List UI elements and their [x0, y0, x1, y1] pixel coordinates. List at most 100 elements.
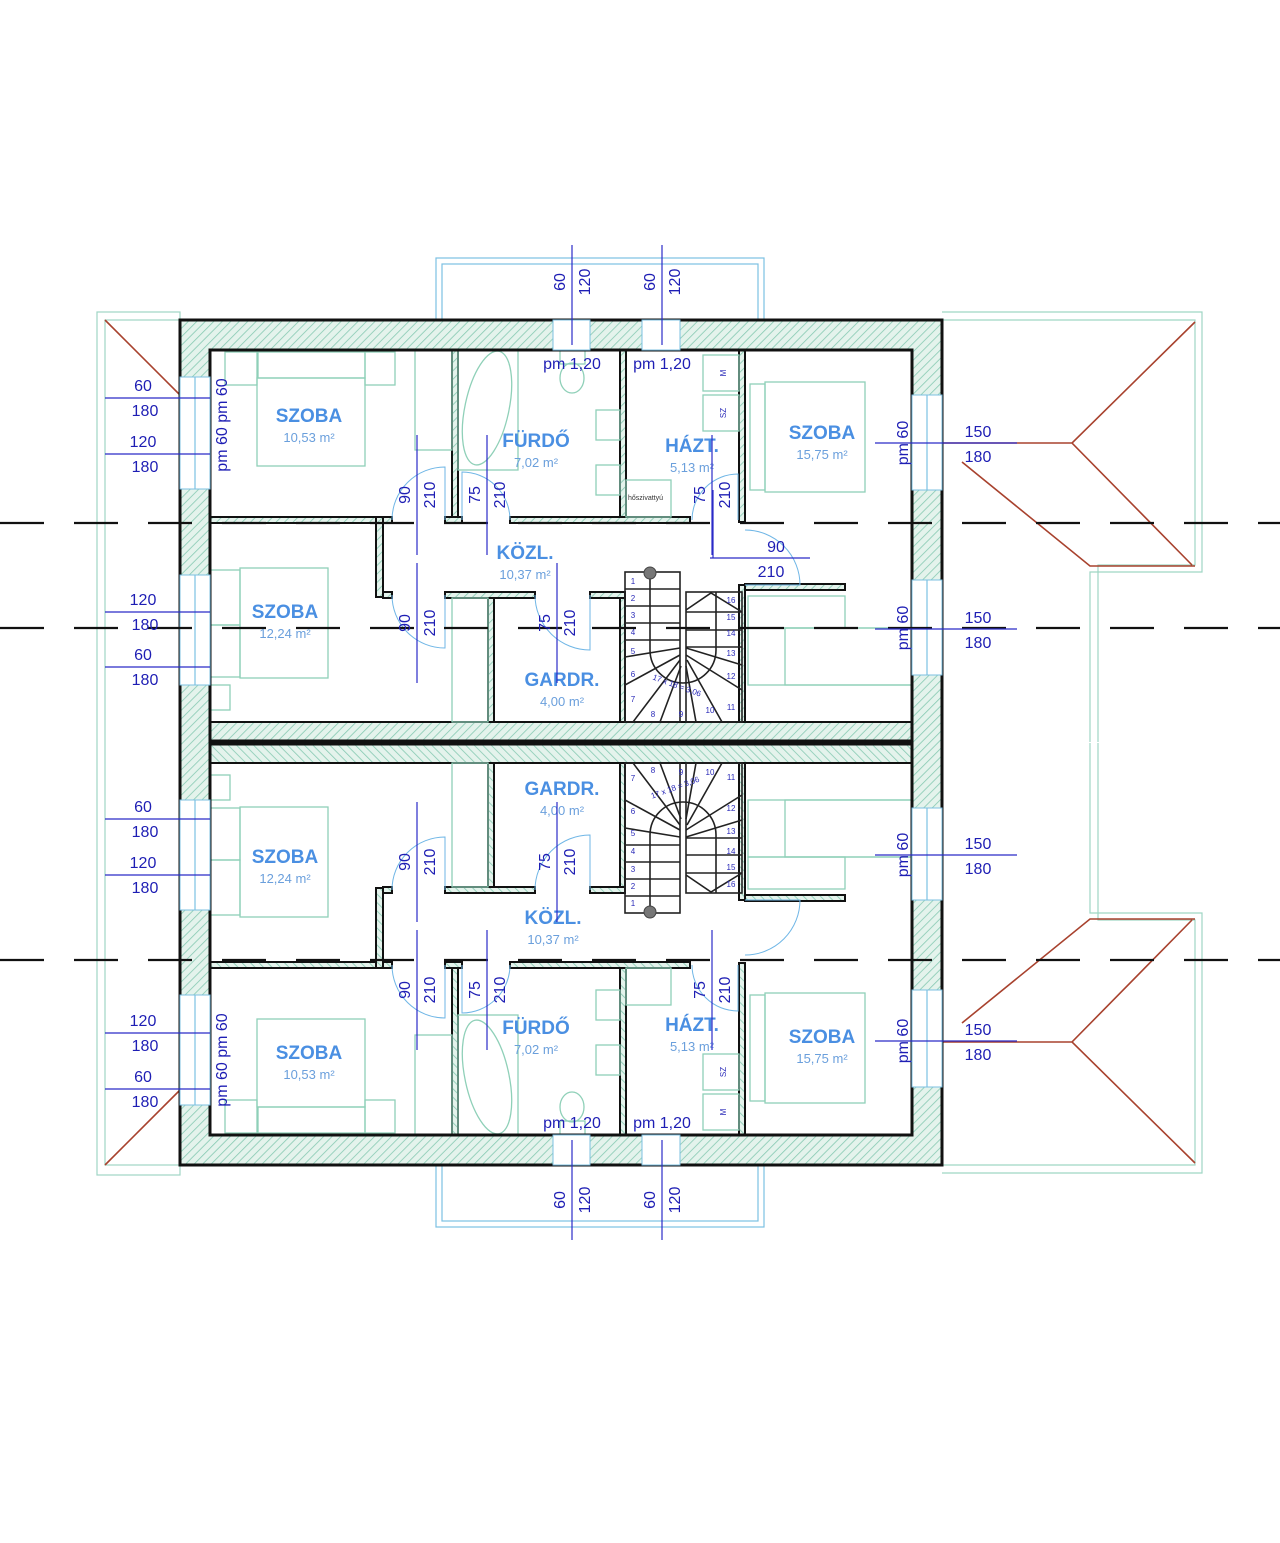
- door-width: 90: [397, 853, 414, 871]
- stair-step-number: 16: [727, 880, 736, 889]
- appliance-label: SZ: [719, 1067, 728, 1077]
- stair-step-number: 12: [727, 672, 736, 681]
- sill-height: pm 1,20: [543, 1115, 601, 1132]
- door-width: 75: [692, 486, 709, 504]
- stair-step-number: 6: [631, 670, 636, 679]
- room-name: GARDR.: [525, 670, 600, 691]
- stair-step-number: 13: [727, 827, 736, 836]
- room-name: SZOBA: [789, 423, 856, 444]
- stair-step-number: 10: [706, 768, 715, 777]
- stair-step-number: 2: [631, 882, 636, 891]
- sill-height: pm 1,20: [633, 356, 691, 373]
- stair-step-number: 3: [631, 865, 636, 874]
- room-area: 10,37 m²: [527, 932, 579, 947]
- window-height: 180: [965, 635, 992, 652]
- door-height: 120: [577, 1187, 594, 1214]
- stair-step-number: 9: [679, 768, 684, 777]
- door-width: 75: [692, 981, 709, 999]
- stair-step-number: 6: [631, 807, 636, 816]
- stair-step-number: 2: [631, 594, 636, 603]
- stair-step-number: 14: [727, 629, 736, 638]
- door-sill: 60: [642, 1191, 659, 1209]
- door-width: 75: [537, 853, 554, 871]
- window-height: 180: [132, 403, 159, 420]
- room-name: SZOBA: [252, 602, 319, 623]
- window-height: 180: [132, 1094, 159, 1111]
- door-width: 75: [467, 981, 484, 999]
- window-height: 180: [965, 861, 992, 878]
- room-area: 10,53 m²: [283, 1067, 335, 1082]
- room-area: 7,02 m²: [514, 1042, 559, 1057]
- door-height: 210: [562, 610, 579, 637]
- door-height: 120: [577, 269, 594, 296]
- stair-step-number: 14: [727, 847, 736, 856]
- appliance-label: M: [719, 369, 728, 376]
- room-name: FÜRDŐ: [502, 1017, 570, 1039]
- window-width: 120: [130, 434, 157, 451]
- stair-step-number: 1: [631, 577, 636, 586]
- stair-step-number: 16: [727, 596, 736, 605]
- room-name: KÖZL.: [497, 543, 554, 564]
- sill-height: pm 1,20: [633, 1115, 691, 1132]
- room-area: 10,53 m²: [283, 430, 335, 445]
- room-name: FÜRDŐ: [502, 430, 570, 452]
- door-width: 90: [397, 614, 414, 632]
- window-openings: [179, 319, 943, 1166]
- balcony-door: [641, 1134, 681, 1166]
- stair-step-number: 11: [727, 773, 736, 782]
- window-width: 60: [134, 1069, 152, 1086]
- stair-step-number: 7: [631, 774, 636, 783]
- party-wall: [179, 721, 943, 743]
- room-name: SZOBA: [276, 1043, 343, 1064]
- room-area: 15,75 m²: [796, 447, 848, 462]
- door-height: 210: [492, 977, 509, 1004]
- room-area: 7,02 m²: [514, 455, 559, 470]
- door-height: 210: [717, 977, 734, 1004]
- window-height: 180: [132, 459, 159, 476]
- room-name: KÖZL.: [525, 908, 582, 929]
- door-sill: 60: [552, 273, 569, 291]
- appliance-label: M: [719, 1108, 728, 1115]
- stair-step-number: 8: [651, 710, 656, 719]
- stair-step-number: 4: [631, 628, 636, 637]
- door-width: 75: [467, 486, 484, 504]
- stair-step-number: 11: [727, 703, 736, 712]
- room-name: SZOBA: [276, 406, 343, 427]
- room-area: 4,00 m²: [540, 694, 585, 709]
- right-roof: [942, 311, 1203, 742]
- room-area: 12,24 m²: [259, 626, 311, 641]
- sill-height: pm 60: [895, 833, 912, 878]
- stair-step-number: 13: [727, 649, 736, 658]
- window-height: 180: [132, 672, 159, 689]
- stair-step-number: 9: [679, 710, 684, 719]
- window-width: 60: [134, 378, 152, 395]
- door-height: 120: [667, 269, 684, 296]
- door-height: 210: [422, 977, 439, 1004]
- room-name: SZOBA: [789, 1027, 856, 1048]
- door-width: 90: [767, 539, 785, 556]
- room-area: 15,75 m²: [796, 1051, 848, 1066]
- window-width: 120: [130, 855, 157, 872]
- window-width: 120: [130, 1013, 157, 1030]
- stair-step-number: 12: [727, 804, 736, 813]
- stair-step-number: 5: [631, 647, 636, 656]
- sill-height: pm 1,20: [543, 356, 601, 373]
- room-area: 10,37 m²: [499, 567, 551, 582]
- balcony-top: [435, 257, 765, 321]
- unit-geometry: [179, 311, 1203, 745]
- window-width: 150: [965, 424, 992, 441]
- stair-step-number: 3: [631, 611, 636, 620]
- window-width: 60: [134, 799, 152, 816]
- window-width: 150: [965, 836, 992, 853]
- window-width: 150: [965, 610, 992, 627]
- sill-height: pm 60: [895, 421, 912, 466]
- appliance-label: SZ: [719, 408, 728, 418]
- stair-step-number: 1: [631, 899, 636, 908]
- heat-pump-label: hőszivattyú: [628, 495, 663, 502]
- room-area: 4,00 m²: [540, 803, 585, 818]
- door-height: 210: [492, 482, 509, 509]
- stair-formula: 17 x 18 = 3,06: [650, 775, 701, 801]
- stair-step-number: 7: [631, 695, 636, 704]
- door-height: 210: [562, 849, 579, 876]
- sill-height: pm 60 pm 60: [214, 378, 231, 471]
